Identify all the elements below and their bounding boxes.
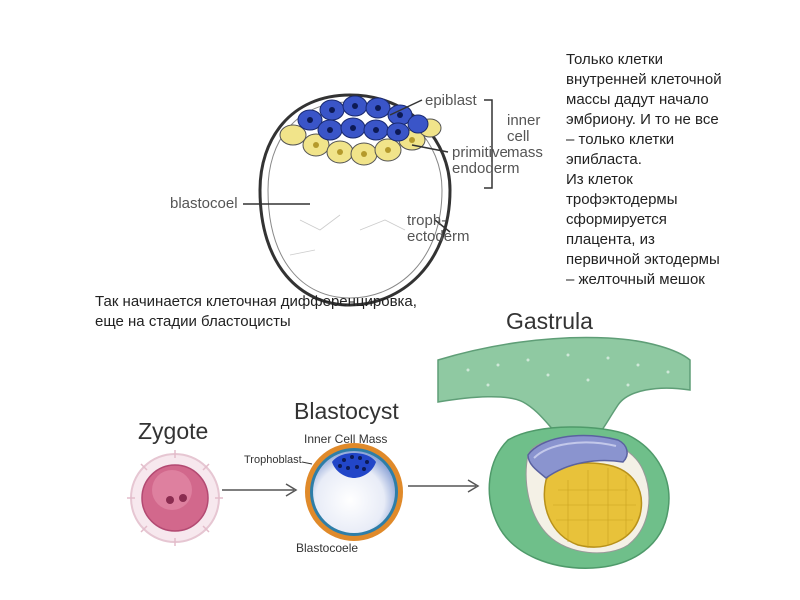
note-left: Так начинается клеточная дифференцировка… xyxy=(95,293,417,330)
inner-label: inner xyxy=(507,112,541,129)
arrow-blastocyst-to-gastrula xyxy=(408,479,480,493)
ectoderm-label: ectoderm xyxy=(407,228,470,245)
troph-label: troph- xyxy=(407,212,447,229)
blastocoel-label: blastocoel xyxy=(170,195,238,212)
gastrula-title: Gastrula xyxy=(506,308,593,334)
blastocyst-title: Blastocyst xyxy=(294,398,399,424)
inner-cell-mass-label: Inner Cell Mass xyxy=(304,432,388,446)
epiblast-label: epiblast xyxy=(425,92,477,109)
primitive-label: primitive xyxy=(452,144,508,161)
blastocoele-label: Blastocoele xyxy=(296,541,359,555)
zygote-illustration xyxy=(127,450,223,546)
note-right: Только клетки внутренней клеточной массы… xyxy=(566,51,722,288)
zygote-title: Zygote xyxy=(138,418,209,444)
gastrula-illustration xyxy=(437,336,691,569)
endoderm-label: endoderm xyxy=(452,160,520,177)
mass-label: mass xyxy=(507,144,543,161)
blastocyst-illustration xyxy=(302,443,403,541)
blastocyst-diagram xyxy=(243,93,493,307)
cell-label: cell xyxy=(507,128,530,145)
trophoblast-label: Trophoblast xyxy=(244,454,302,466)
arrow-zygote-to-blastocyst xyxy=(222,483,298,497)
